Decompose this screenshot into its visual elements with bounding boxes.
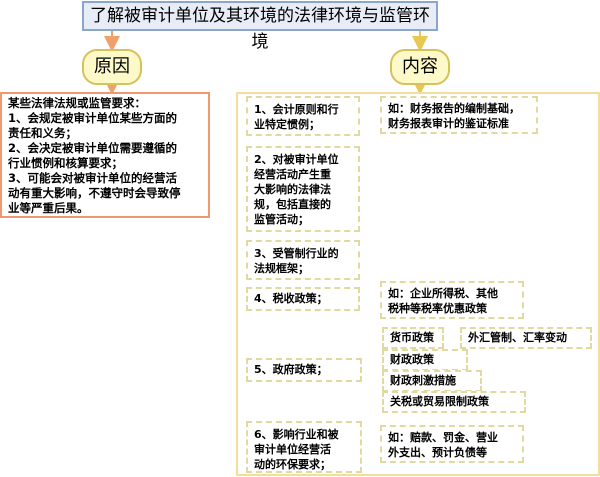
content-item-6: 6、影响行业和被 审计单位经营活 动的环保要求； [246, 421, 362, 473]
cause-line: 行业惯例和核算要求； [8, 156, 123, 170]
example-line: 财务报表审计的鉴证标准 [388, 117, 509, 130]
content-item-2: 2、对被审计单位 经营活动产生重 大影响的法律法 规，包括直接的 监管活动； [246, 146, 360, 232]
policy-monetary: 货币政策 [382, 327, 444, 349]
policy-trade: 关税或贸易限制政策 [382, 391, 526, 413]
example-line: 如：赔款、罚金、营业 [388, 431, 498, 444]
item-line: 2、对被审计单位 [254, 153, 339, 166]
example-6: 如：赔款、罚金、营业 外支出、预计负债等 [380, 425, 524, 463]
cause-line: 某些法律法规或监管要求： [8, 96, 146, 110]
example-line: 外支出、预计负债等 [388, 446, 487, 459]
item-line: 业特定惯例； [254, 118, 320, 131]
example-line: 如：财务报告的编制基础， [388, 102, 520, 115]
item-line: 经营活动产生重 [254, 168, 331, 181]
cause-line: 2、会决定被审计单位需要遵循的 [8, 141, 177, 155]
item-line: 大影响的法律法 [254, 183, 331, 196]
item-line: 法规框架； [254, 262, 309, 275]
diagram-title: 了解被审计单位及其环境的法律环境与监管环境 [82, 1, 438, 52]
item-line: 4、税收政策； [254, 292, 328, 305]
cause-line: 1、会规定被审计单位某些方面的 [8, 111, 177, 125]
content-heading: 内容 [390, 49, 450, 85]
content-item-3: 3、受管制行业的 法规框架； [246, 240, 360, 280]
item-line: 监管活动； [254, 213, 309, 226]
item-line: 规，包括直接的 [254, 198, 331, 211]
item-line: 5、政府政策； [254, 363, 328, 376]
content-item-1: 1、会计原则和行 业特定惯例； [246, 96, 360, 136]
cause-line: 责任和义务； [8, 126, 77, 140]
item-line: 6、影响行业和被 [254, 428, 339, 441]
example-1: 如：财务报告的编制基础， 财务报表审计的鉴证标准 [380, 96, 538, 134]
cause-box: 某些法律法规或监管要求： 1、会规定被审计单位某些方面的 责任和义务； 2、会决… [0, 92, 210, 218]
cause-line: 业等严重后果。 [8, 201, 89, 215]
example-line: 税种等税率优惠政策 [388, 302, 487, 315]
example-4: 如：企业所得税、其他 税种等税率优惠政策 [380, 281, 524, 319]
item-line: 审计单位经营活 [254, 443, 331, 456]
item-line: 3、受管制行业的 [254, 247, 339, 260]
policy-fiscal: 财政政策 [382, 349, 468, 371]
cause-heading: 原因 [82, 49, 142, 85]
content-item-5: 5、政府政策； [246, 358, 362, 382]
policy-forex: 外汇管制、汇率变动 [460, 327, 592, 349]
content-item-4: 4、税收政策； [246, 287, 360, 311]
cause-line: 动有重大影响，不遵守时会导致停 [8, 186, 181, 200]
item-line: 动的环保要求； [254, 458, 331, 471]
cause-line: 3、可能会对被审计单位的经营活 [8, 171, 177, 185]
example-line: 如：企业所得税、其他 [388, 287, 498, 300]
policy-stimulus: 财政刺激措施 [382, 370, 482, 392]
item-line: 1、会计原则和行 [254, 103, 339, 116]
